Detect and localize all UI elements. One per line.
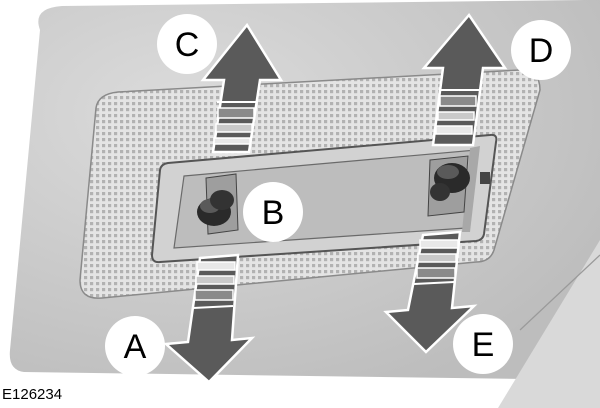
arrow-a-down [163,253,256,384]
callout-e: E [453,314,513,374]
rocker-switch-right [427,155,490,217]
callout-d-label: D [529,32,554,70]
callout-c-label: C [175,26,200,64]
rocker-switch-b [197,173,239,235]
callout-a-label: A [124,328,147,366]
callout-d: D [511,20,571,80]
figure-code: E126234 [2,386,63,403]
callout-b-label: B [262,194,285,232]
callout-b: B [243,182,303,242]
callout-e-label: E [472,326,495,364]
arrow-c-up [200,22,284,154]
callout-c: C [157,14,217,74]
arrow-d-up [421,12,508,147]
arrow-e-down [383,230,478,354]
callout-a: A [105,316,165,376]
